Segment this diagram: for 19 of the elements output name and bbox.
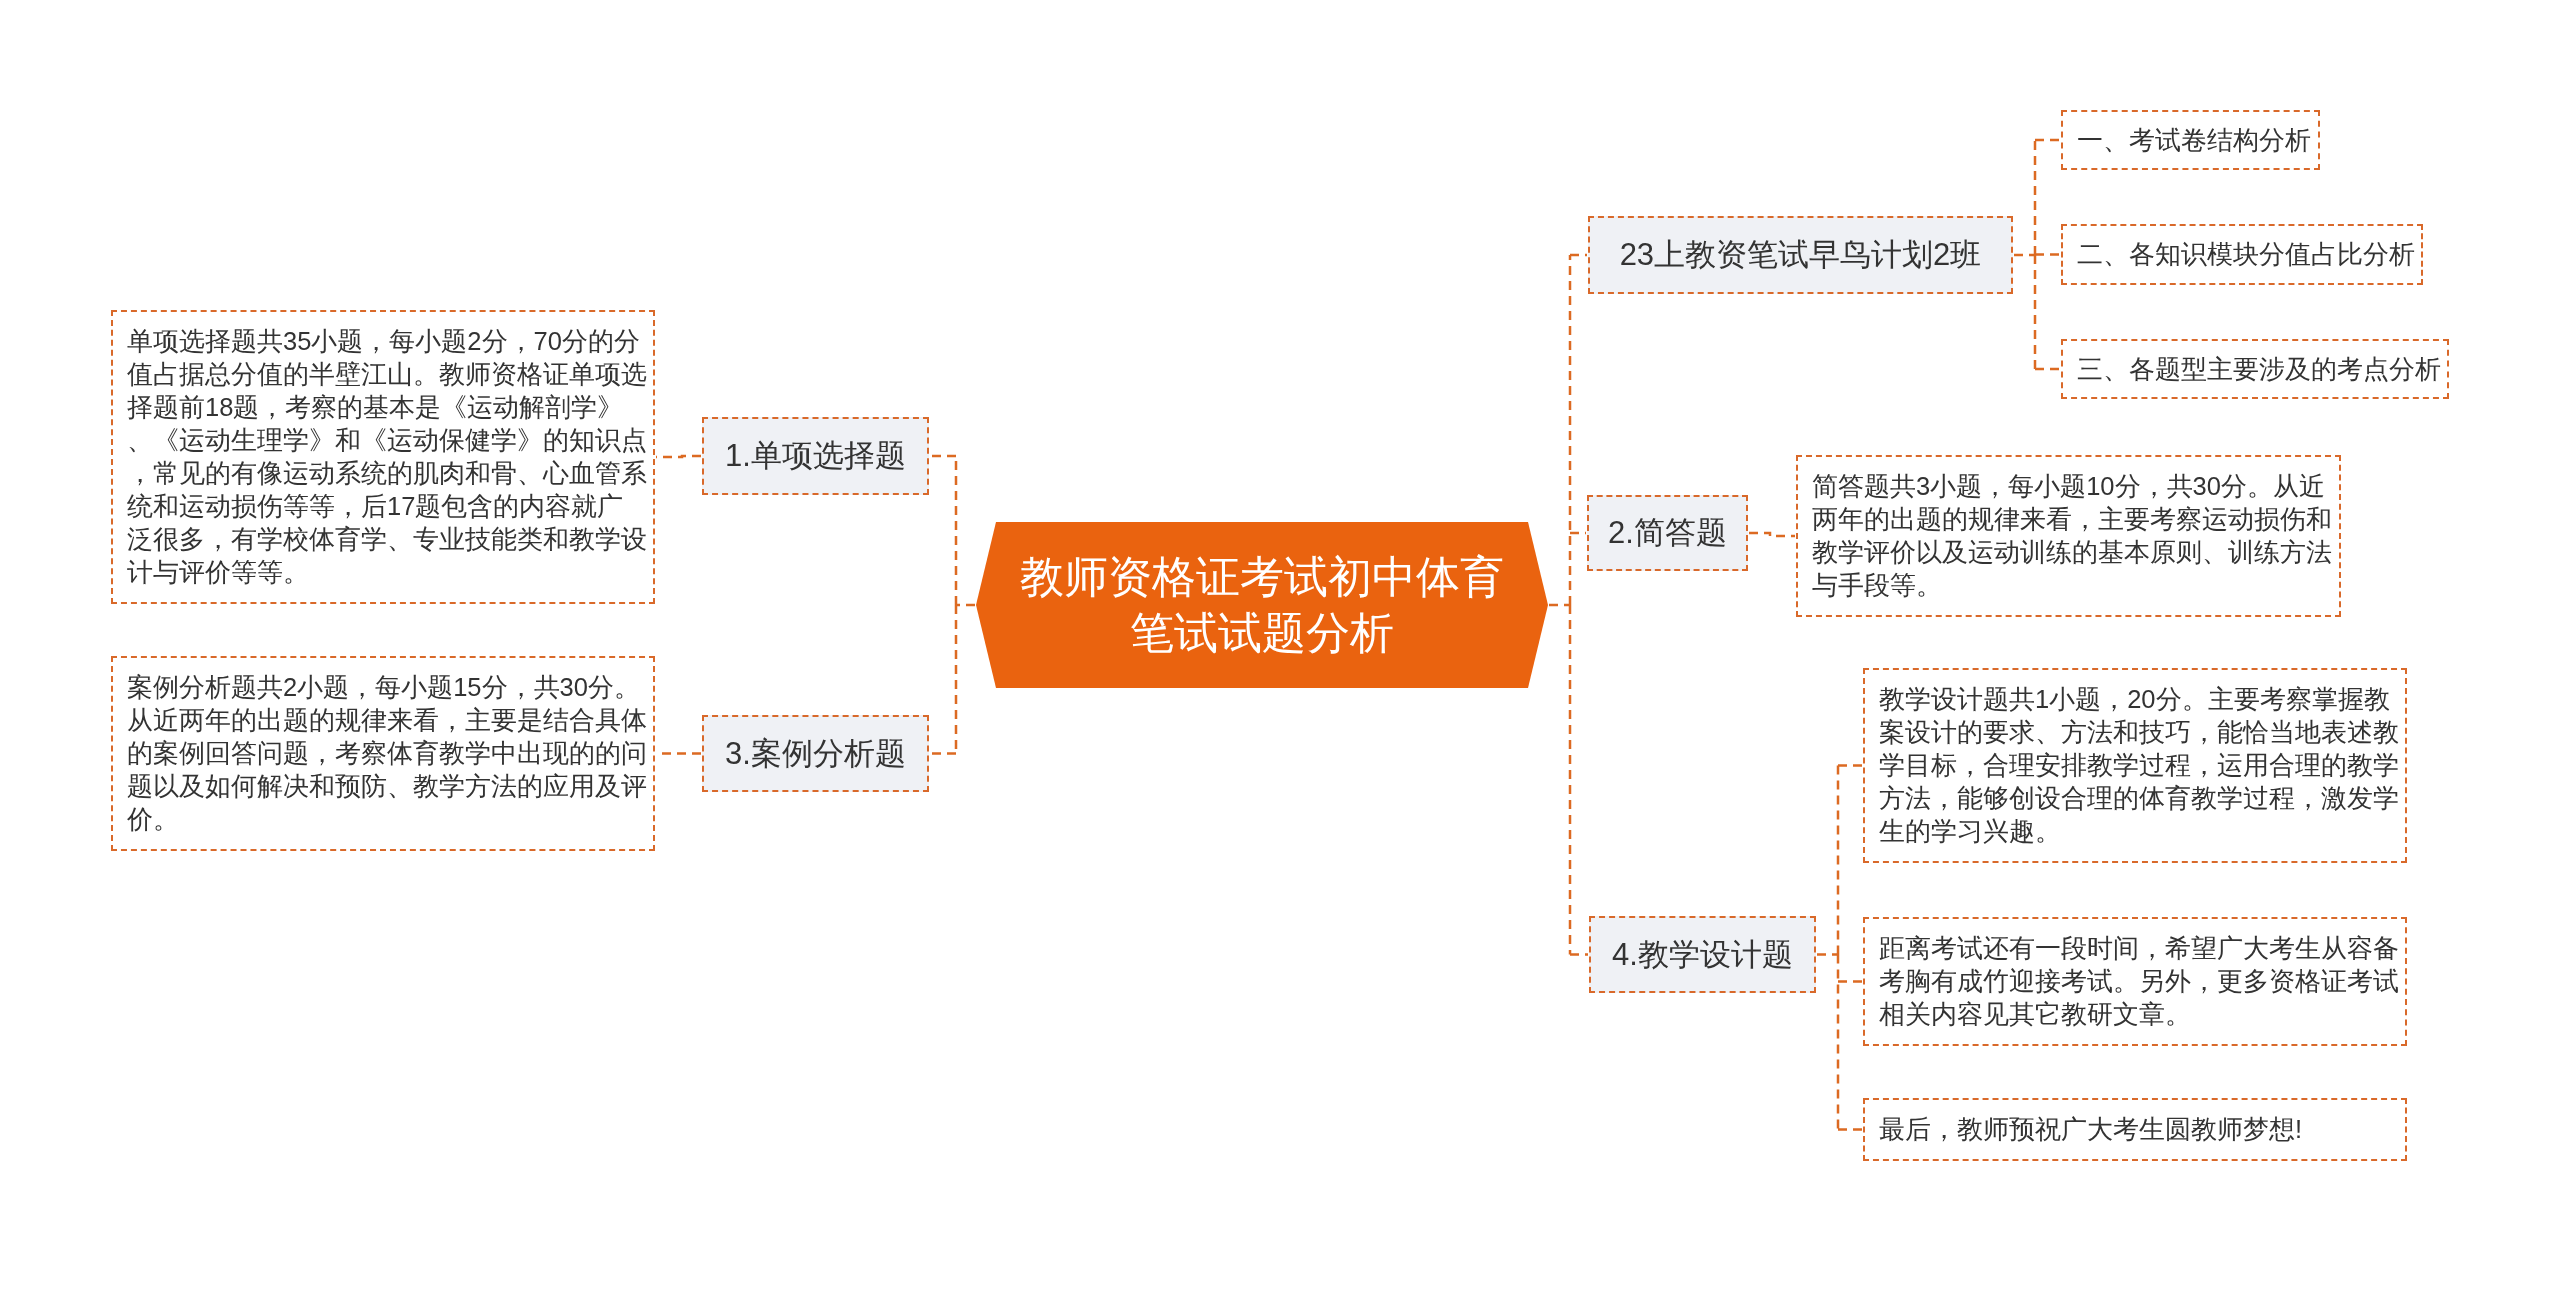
note-box: 单项选择题共35小题，每小题2分，70分的分值占据总分值的半壁江山。教师资格证单项选择题前18题，考察的基本是《运动解剖学》、《运动生理学》和《运动保健学》的知识点，常见的有像运动系统的肌肉和骨、心血管系统和运动损伤等等，后17题包含的内容就广泛很多，有学校体育学、专业技能类和教学设计与评价等等。: [111, 310, 655, 604]
connector-line: [1815, 764, 1864, 1131]
subtopic-box: 二、各知识模块分值占比分析: [2061, 224, 2423, 285]
topic-box: 2.简答题: [1587, 495, 1748, 571]
topic-box: 4.教学设计题: [1589, 916, 1816, 993]
subtopic-box: 一、考试卷结构分析: [2061, 110, 2320, 170]
note-box: 案例分析题共2小题，每小题15分，共30分。从近两年的出题的规律来看，主要是结合具体的案例回答问题，考察体育教学中出现的的问题以及如何解决和预防、教学方法的应用及评价。: [111, 656, 655, 851]
central-topic: 教师资格证考试初中体育笔试试题分析: [976, 522, 1548, 688]
connector-line: [2012, 138, 2062, 371]
note-box: 最后，教师预祝广大考生圆教师梦想!: [1863, 1098, 2407, 1161]
connector-line: [1749, 531, 1795, 538]
connector-line: [1547, 253, 1590, 956]
topic-box: 23上教资笔试早鸟计划2班: [1588, 216, 2013, 294]
subtopic-box: 三、各题型主要涉及的考点分析: [2061, 339, 2449, 399]
note-box: 教学设计题共1小题，20分。主要考察掌握教案设计的要求、方法和技巧，能恰当地表述教学目标，合理安排教学过程，运用合理的教学方法，能够创设合理的体育教学过程，激发学生的学习兴趣。: [1863, 668, 2407, 863]
note-box: 简答题共3小题，每小题10分，共30分。从近两年的出题的规律来看，主要考察运动损伤和教学评价以及运动训练的基本原则、训练方法与手段等。: [1796, 455, 2341, 617]
note-box: 距离考试还有一段时间，希望广大考生从容备考胸有成竹迎接考试。另外，更多资格证考试相关内容见其它教研文章。: [1863, 917, 2407, 1046]
topic-box: 1.单项选择题: [702, 417, 929, 495]
topic-box: 3.案例分析题: [702, 715, 929, 792]
